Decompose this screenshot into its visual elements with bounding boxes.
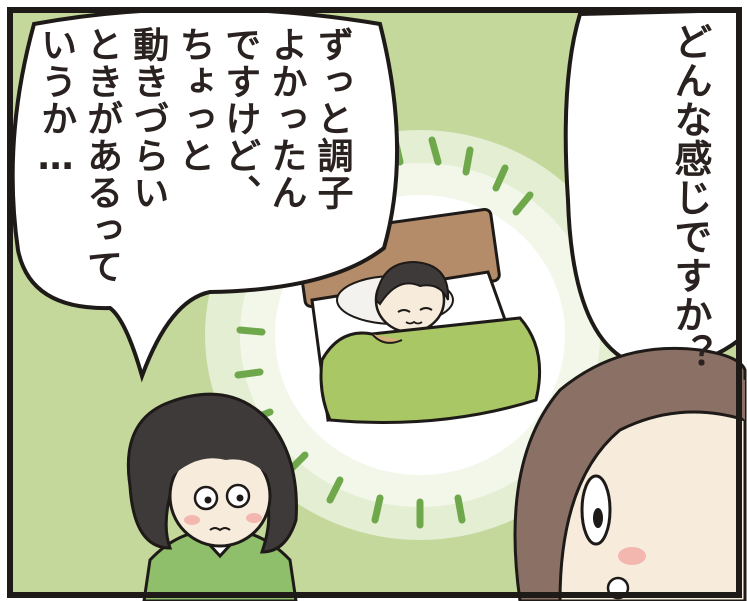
patient-character [126,392,298,601]
answer-line: ですけど、 [219,26,261,211]
patient-answer-text: ずっと調子 よかったん ですけど、 ちょっと 動きづらい ときがあるって いうか… [32,26,355,285]
answer-line: ちょっと [173,26,215,174]
answer-line: ずっと調子 [311,26,353,211]
answer-line: 動きづらい [127,26,169,211]
answer-line: よかったん [265,26,307,211]
answer-line: いうか… [35,26,77,179]
panel-frame [7,7,742,598]
left-speech-bubble-shape [10,7,400,383]
nurse-question-text: どんな感じですか？ [668,22,712,373]
nurse-character [513,346,747,601]
answer-line: ときがあるって [81,26,123,285]
flashback-rays [234,136,534,529]
